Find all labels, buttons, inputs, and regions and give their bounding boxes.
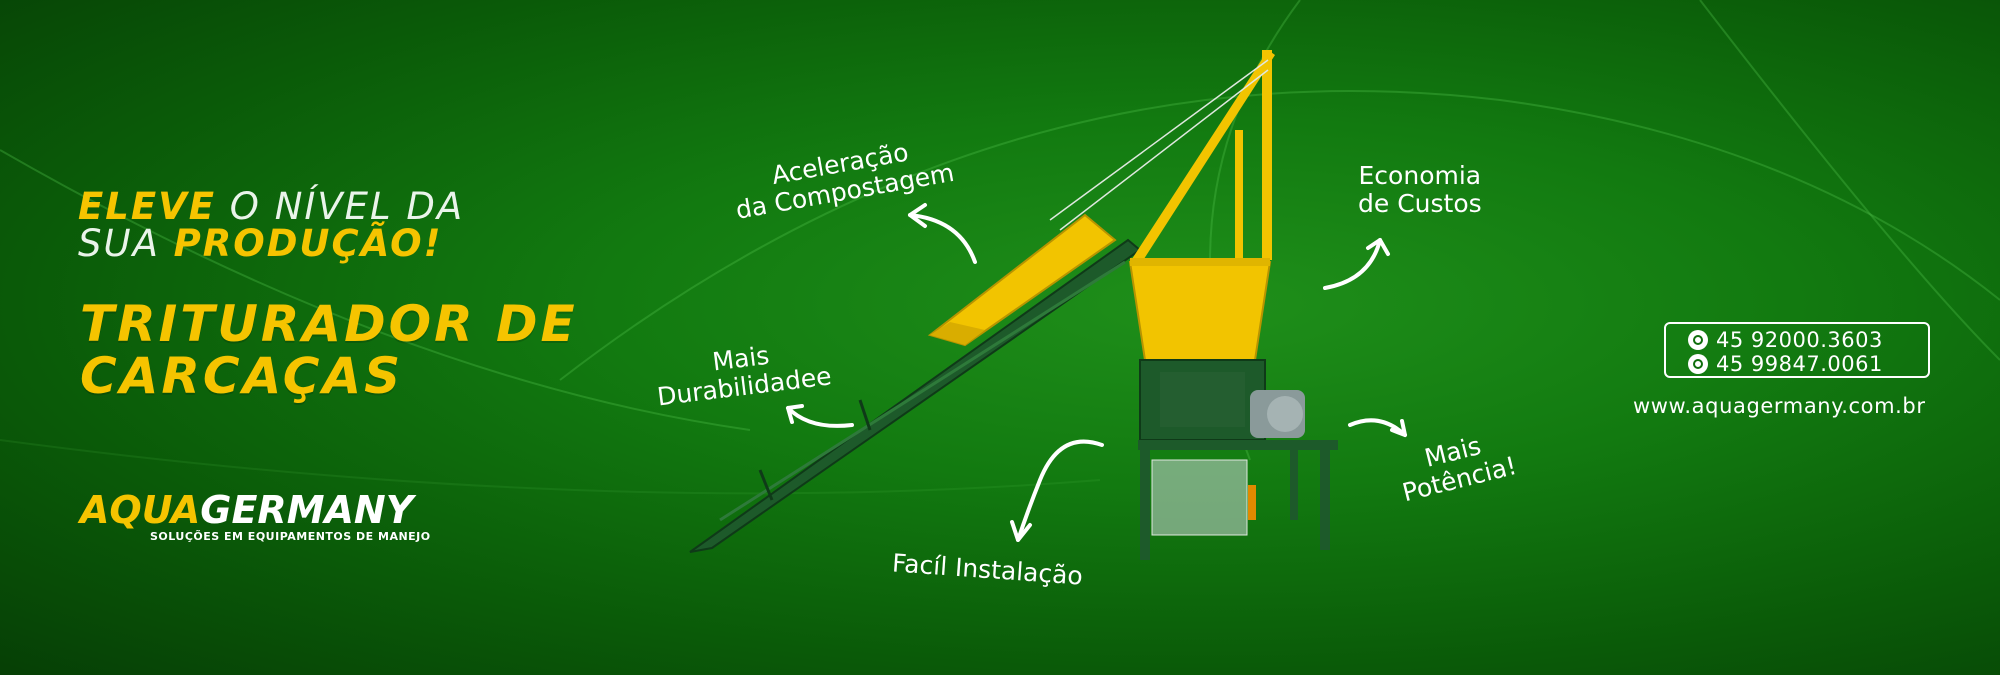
phone-number[interactable]: 45 99847.0061: [1716, 352, 1883, 376]
logo-brand-germany: GERMANY: [200, 488, 414, 532]
whatsapp-icon: [1688, 354, 1708, 374]
headline: ELEVE O NÍVEL DA SUA PRODUÇÃO!: [78, 188, 464, 262]
product-title-line-2: CARCAÇAS: [80, 347, 404, 405]
headline-emphasis: ELEVE: [78, 185, 217, 228]
arrow-durability: [786, 404, 854, 428]
logo-tagline: SOLUÇÕES EM EQUIPAMENTOS DE MANEJO: [150, 530, 431, 543]
shredder-machine-illustration: [689, 50, 1338, 560]
decor-line: [0, 439, 1101, 495]
headline-emphasis: PRODUÇÃO!: [173, 222, 443, 265]
headline-line-1: ELEVE O NÍVEL DA: [78, 188, 464, 225]
decor-line: [1699, 0, 2000, 361]
phone-number[interactable]: 45 92000.3603: [1716, 328, 1883, 352]
arrow-installation: [1010, 439, 1104, 542]
phone-row: 45 99847.0061: [1688, 352, 1928, 376]
headline-text: SUA: [78, 222, 174, 265]
decor-line: [559, 90, 2000, 381]
arrow-power: [1348, 418, 1407, 437]
brand-logo: AQUAGERMANY SOLUÇÕES EM EQUIPAMENTOS DE …: [80, 490, 431, 543]
benefit-economy: Economia de Custos: [1358, 162, 1482, 218]
product-title-line-1: TRITURADOR DE: [80, 295, 578, 353]
headline-line-2: SUA PRODUÇÃO!: [78, 225, 464, 262]
arrow-economy: [1323, 238, 1390, 290]
phone-row: 45 92000.3603: [1688, 328, 1928, 352]
contact-box: 45 92000.3603 45 99847.0061: [1664, 322, 1930, 378]
headline-text: O NÍVEL DA: [216, 185, 465, 228]
benefit-label: de Custos: [1358, 189, 1482, 218]
website-link[interactable]: www.aquagermany.com.br: [1633, 394, 1926, 418]
arrow-acceleration: [908, 203, 977, 264]
product-title: TRITURADOR DE CARCAÇAS: [80, 298, 578, 402]
logo-brand-aqua: AQUA: [80, 488, 201, 532]
benefit-label: Economia: [1358, 161, 1482, 190]
decor-line: [0, 149, 751, 431]
whatsapp-icon: [1688, 330, 1708, 350]
